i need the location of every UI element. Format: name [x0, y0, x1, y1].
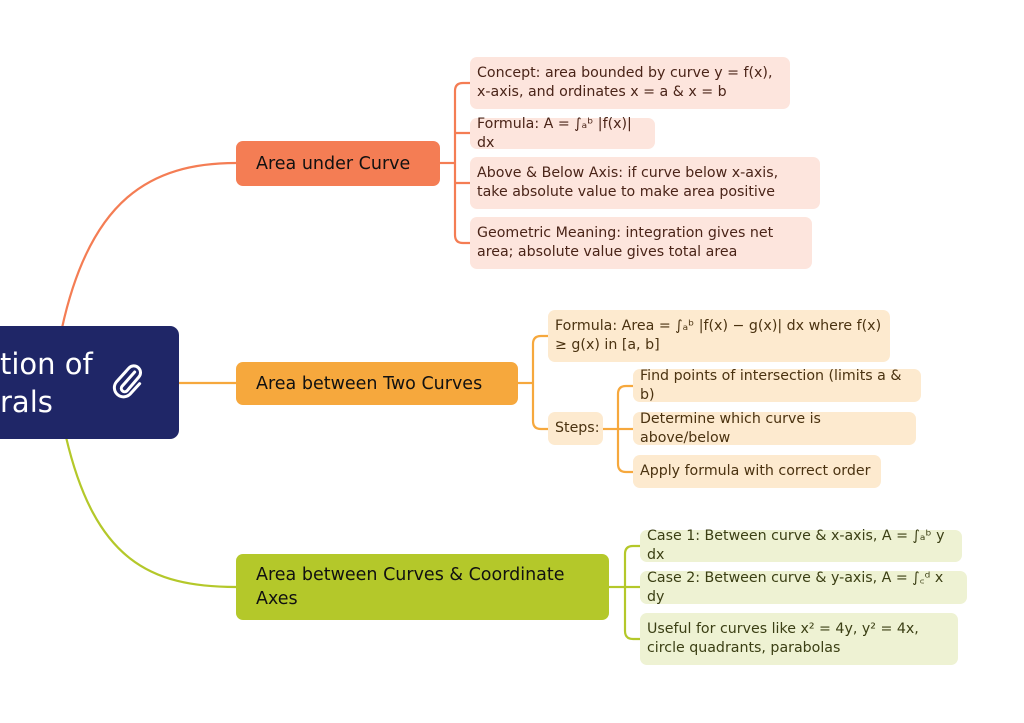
leaf-label: Case 1: Between curve & x-axis, A = ∫ₐᵇ … — [647, 528, 945, 563]
leaf-label: Formula: A = ∫ₐᵇ |f(x)| dx — [477, 115, 632, 151]
paperclip-icon[interactable] — [108, 362, 148, 402]
branch-area-under-curve[interactable]: Area under Curve — [236, 141, 440, 186]
connector-root-branch1 — [60, 161, 237, 329]
leaf-useful-curves[interactable]: Useful for curves like x² = 4y, y² = 4x,… — [640, 613, 958, 665]
root-title-line1: tion of — [0, 346, 93, 381]
step-determine-curve[interactable]: Determine which curve is above/below — [633, 410, 916, 446]
leaf-label: Apply formula with correct order — [640, 463, 871, 479]
leaf-label: Find points of intersection (limits a & … — [640, 367, 902, 403]
leaf-label: Concept: area bounded by curve y = f(x),… — [477, 65, 773, 100]
branch-label: Area between Curves & Coordinate Axes — [256, 565, 565, 609]
root-topic[interactable]: tion of rals — [0, 326, 179, 439]
leaf-steps[interactable]: Steps: — [548, 412, 603, 445]
root-title-line2: rals — [0, 384, 53, 419]
leaf-case-1[interactable]: Case 1: Between curve & x-axis, A = ∫ₐᵇ … — [640, 528, 962, 563]
leaf-label: Useful for curves like x² = 4y, y² = 4x,… — [647, 621, 919, 656]
leaf-above-below-axis[interactable]: Above & Below Axis: if curve below x-axi… — [470, 157, 820, 209]
branch-label: Area between Two Curves — [256, 373, 483, 394]
leaf-label: Steps: — [555, 420, 600, 436]
leaf-label: Above & Below Axis: if curve below x-axi… — [477, 165, 779, 200]
leaf-label: Determine which curve is above/below — [640, 410, 821, 446]
leaf-formula[interactable]: Formula: A = ∫ₐᵇ |f(x)| dx — [470, 116, 655, 151]
step-apply-formula[interactable]: Apply formula with correct order — [633, 455, 881, 488]
leaf-case-2[interactable]: Case 2: Between curve & y-axis, A = ∫꜀ᵈ … — [640, 569, 967, 605]
branch-label: Area under Curve — [256, 153, 411, 174]
leaf-label: Formula: Area = ∫ₐᵇ |f(x) − g(x)| dx whe… — [555, 318, 882, 353]
connector-root-branch3 — [64, 436, 237, 589]
leaf-geometric-meaning[interactable]: Geometric Meaning: integration gives net… — [470, 217, 812, 269]
leaf-label: Case 2: Between curve & y-axis, A = ∫꜀ᵈ … — [647, 569, 944, 605]
branch-area-curves-axes[interactable]: Area between Curves & Coordinate Axes — [236, 554, 609, 620]
leaf-label: Geometric Meaning: integration gives net… — [477, 225, 774, 260]
branch-area-between-two-curves[interactable]: Area between Two Curves — [236, 362, 518, 405]
step-find-intersection[interactable]: Find points of intersection (limits a & … — [633, 367, 921, 403]
leaf-formula-area[interactable]: Formula: Area = ∫ₐᵇ |f(x) − g(x)| dx whe… — [548, 310, 890, 362]
leaf-concept[interactable]: Concept: area bounded by curve y = f(x),… — [470, 57, 790, 109]
